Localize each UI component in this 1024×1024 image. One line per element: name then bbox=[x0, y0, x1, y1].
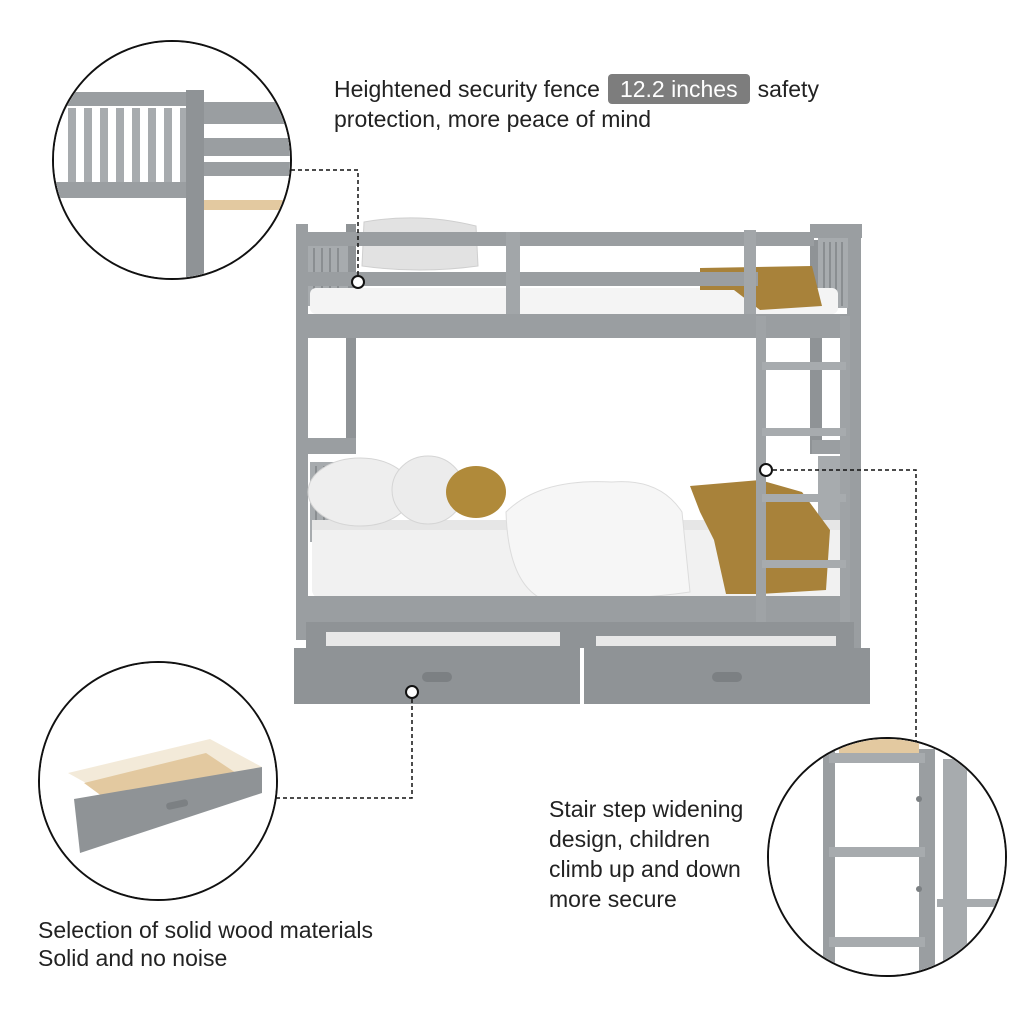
wood-caption: Selection of solid wood materials Solid … bbox=[38, 916, 438, 972]
ladder-caption-line: Stair step widening bbox=[549, 796, 744, 822]
callout-dot-drawer bbox=[405, 685, 419, 699]
wood-caption-line: Selection of solid wood materials bbox=[38, 917, 373, 943]
drawer-detail-circle bbox=[38, 661, 278, 901]
ladder-caption-line: design, children bbox=[549, 826, 711, 852]
fence-detail-circle bbox=[52, 40, 292, 280]
callout-dot-ladder bbox=[759, 463, 773, 477]
ladder-detail-circle bbox=[767, 737, 1007, 977]
ladder-caption-line: climb up and down bbox=[549, 856, 741, 882]
wood-caption-line: Solid and no noise bbox=[38, 945, 228, 971]
fence-caption: Heightened security fence 12.2 inches safe… bbox=[334, 74, 854, 134]
callout-dot-fence bbox=[351, 275, 365, 289]
top-bunk bbox=[296, 217, 862, 648]
bottom-bunk bbox=[306, 438, 854, 648]
fence-caption-text-after: safety bbox=[757, 76, 819, 102]
ladder-caption-line: more secure bbox=[549, 886, 677, 912]
storage-drawers bbox=[294, 632, 870, 704]
fence-height-badge: 12.2 inches bbox=[607, 74, 750, 104]
fence-caption-line1: Heightened security fence 12.2 inches safe… bbox=[334, 74, 854, 104]
fence-caption-line2: protection, more peace of mind bbox=[334, 106, 652, 132]
fence-caption-text: Heightened security fence bbox=[334, 76, 600, 102]
ladder-caption: Stair step widening design, children cli… bbox=[549, 794, 779, 914]
